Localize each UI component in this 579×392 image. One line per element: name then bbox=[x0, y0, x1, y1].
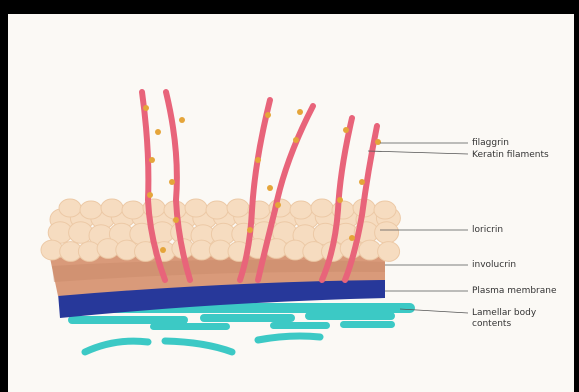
label-lamellar-text: Lamellar body contents bbox=[472, 308, 536, 329]
loricrin-cells bbox=[41, 199, 400, 261]
loricrin-cell bbox=[311, 199, 333, 217]
loricrin-cell bbox=[378, 242, 400, 262]
loricrin-cell bbox=[290, 201, 312, 219]
label-loricrin: loricrin bbox=[472, 225, 503, 236]
label-lamellar: Lamellar body contents bbox=[472, 308, 550, 330]
label-involucrin: involucrin bbox=[472, 260, 516, 271]
label-plasma-membrane: Plasma membrane bbox=[472, 286, 557, 297]
label-filaggrin: filaggrin bbox=[472, 138, 509, 149]
loricrin-cell bbox=[375, 222, 399, 244]
loricrin-cell bbox=[101, 199, 123, 217]
loricrin-cell bbox=[374, 201, 396, 219]
label-keratin: Keratin filaments bbox=[472, 150, 549, 161]
loricrin-cell bbox=[227, 199, 249, 217]
loricrin-cell bbox=[59, 199, 81, 217]
loricrin-cell bbox=[122, 201, 144, 219]
loricrin-cell bbox=[206, 201, 228, 219]
loricrin-cell bbox=[80, 201, 102, 219]
loricrin-cell bbox=[185, 199, 207, 217]
